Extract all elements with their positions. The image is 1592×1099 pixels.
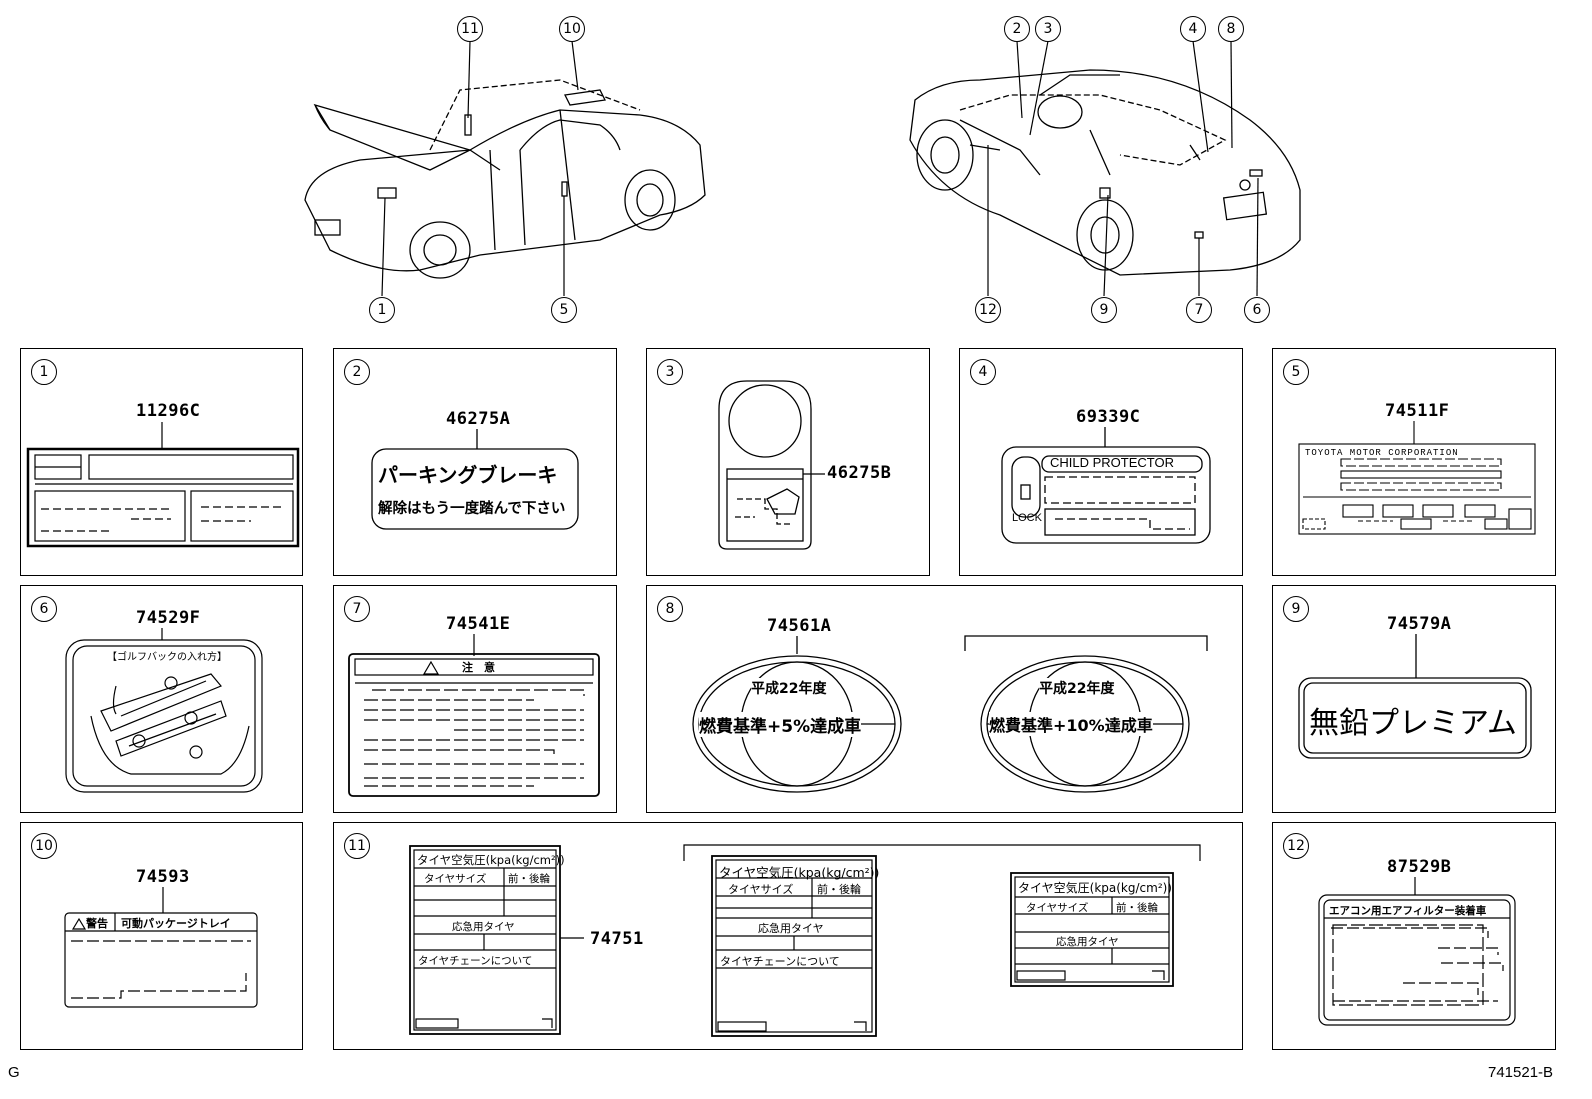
panel-12: 12 87529B エアコン用エアフィルター装着車 — [1272, 822, 1556, 1050]
panel-9: 9 74579A 無鉛プレミアム — [1272, 585, 1556, 813]
callout-4: 4 — [1180, 16, 1206, 42]
economy-text-a: 燃費基準+5%達成車 — [699, 712, 862, 737]
label-line-2: 解除はもう一度踏んで下さい — [378, 501, 566, 517]
part-number: 46275A — [446, 409, 511, 429]
part-number: 11296C — [136, 401, 201, 421]
golf-bag-label — [65, 628, 263, 793]
label-header: 注 意 — [462, 661, 495, 674]
panel-index: 5 — [1283, 359, 1309, 385]
panel-index: 10 — [31, 833, 57, 859]
label-header: エアコン用エアフィルター装着車 — [1329, 905, 1487, 917]
panel-index: 7 — [344, 596, 370, 622]
economy-text-b: 燃費基準+10%達成車 — [989, 712, 1153, 736]
panel-1: 1 11296C — [20, 348, 303, 576]
panel-index: 11 — [344, 833, 370, 859]
package-tray-label — [64, 887, 258, 1008]
panel-2: 2 46275A パーキングブレーキ 解除はもう一度踏んで下さい — [333, 348, 617, 576]
label-header: CHILD PROTECTOR — [1050, 455, 1174, 470]
part-number: 74579A — [1387, 614, 1452, 634]
panel-index: 3 — [657, 359, 683, 385]
label-frame-46275A — [371, 429, 579, 530]
panel-8: 8 74561A 平成22年度 燃費基準+5%達成車 平成22年度 燃費基準+1… — [646, 585, 1243, 813]
tire-title-a: タイヤ空気圧(kpa(kg/cm²)) — [417, 853, 565, 867]
label-text: 無鉛プレミアム — [1309, 706, 1517, 741]
lock-text: LOCK — [1012, 512, 1042, 524]
child-protector-label — [1001, 427, 1211, 544]
panel-6: 6 74529F 【ゴルフバックの入れ方】 — [20, 585, 303, 813]
callout-1: 1 — [369, 297, 395, 323]
callout-2: 2 — [1004, 16, 1030, 42]
axle-b: 前・後輪 — [817, 883, 861, 896]
panel-index: 4 — [970, 359, 996, 385]
panel-index: 8 — [657, 596, 683, 622]
part-number: 74561A — [767, 616, 832, 636]
part-number: 87529B — [1387, 857, 1452, 877]
spare-a: 応急用タイヤ — [452, 921, 515, 933]
caution-label — [348, 634, 600, 797]
chain-b: タイヤチェーンについて — [720, 955, 840, 968]
part-number: 74751 — [590, 929, 644, 949]
axle-c: 前・後輪 — [1116, 902, 1158, 914]
callout-3: 3 — [1035, 16, 1061, 42]
callout-12: 12 — [975, 297, 1001, 323]
tire-pressure-labels — [409, 844, 1201, 1037]
chain-a: タイヤチェーンについて — [418, 955, 533, 967]
panel-index: 6 — [31, 596, 57, 622]
callout-10: 10 — [559, 16, 585, 42]
spare-b: 応急用タイヤ — [758, 922, 824, 935]
label-drawing-11296C — [26, 422, 300, 548]
tire-size-b: タイヤサイズ — [728, 883, 794, 896]
callout-5: 5 — [551, 297, 577, 323]
tire-title-b: タイヤ空気圧(kpa(kg/cm²)) — [719, 865, 880, 880]
footer-right: 741521-B — [1488, 1064, 1554, 1081]
panel-index: 12 — [1283, 833, 1309, 859]
spare-c: 応急用タイヤ — [1056, 936, 1119, 948]
callout-9: 9 — [1091, 297, 1117, 323]
axle-a: 前・後輪 — [508, 873, 550, 885]
panel-3: 3 46275B — [646, 348, 930, 576]
tire-size-a: タイヤサイズ — [424, 873, 487, 885]
callout-7: 7 — [1186, 297, 1212, 323]
panel-index: 9 — [1283, 596, 1309, 622]
part-number: 46275B — [827, 463, 892, 483]
tire-size-c: タイヤサイズ — [1026, 902, 1089, 914]
part-number: 74541E — [446, 614, 511, 634]
header-warning: 警告 — [86, 917, 108, 930]
door-hanger-label — [718, 380, 825, 550]
part-number: 74593 — [136, 867, 190, 887]
panel-4: 4 69339C CHILD PROTECTOR LOCK — [959, 348, 1243, 576]
year-text-b: 平成22年度 — [1039, 678, 1115, 698]
air-filter-label — [1318, 877, 1516, 1026]
vehicle-id-plate — [1298, 421, 1536, 535]
part-number: 74511F — [1385, 401, 1450, 421]
panel-index: 2 — [344, 359, 370, 385]
year-text-a: 平成22年度 — [751, 678, 827, 698]
panel-10: 10 74593 警告 可動パッケージトレイ — [20, 822, 303, 1050]
callout-11: 11 — [457, 16, 483, 42]
callout-6: 6 — [1244, 297, 1270, 323]
callout-8: 8 — [1218, 16, 1244, 42]
front-car-illustration — [304, 40, 1301, 297]
part-number: 74529F — [136, 608, 201, 628]
plate-header: TOYOTA MOTOR CORPORATION — [1305, 448, 1459, 458]
header-tray: 可動パッケージトレイ — [121, 917, 231, 930]
footer-left: G — [8, 1064, 20, 1081]
panel-5: 5 74511F TOYOTA MOTOR CORPORATION — [1272, 348, 1556, 576]
fuel-economy-labels — [692, 635, 1208, 793]
panel-11: 11 — [333, 822, 1243, 1050]
unleaded-premium-label — [1298, 634, 1532, 759]
part-number: 69339C — [1076, 407, 1141, 427]
label-header: 【ゴルフバックの入れ方】 — [107, 652, 227, 663]
panel-index: 1 — [31, 359, 57, 385]
panel-7: 7 74541E 注 意 — [333, 585, 617, 813]
label-line-1: パーキングブレーキ — [378, 463, 558, 487]
tire-title-c: タイヤ空気圧(kpa(kg/cm²)) — [1018, 881, 1172, 895]
